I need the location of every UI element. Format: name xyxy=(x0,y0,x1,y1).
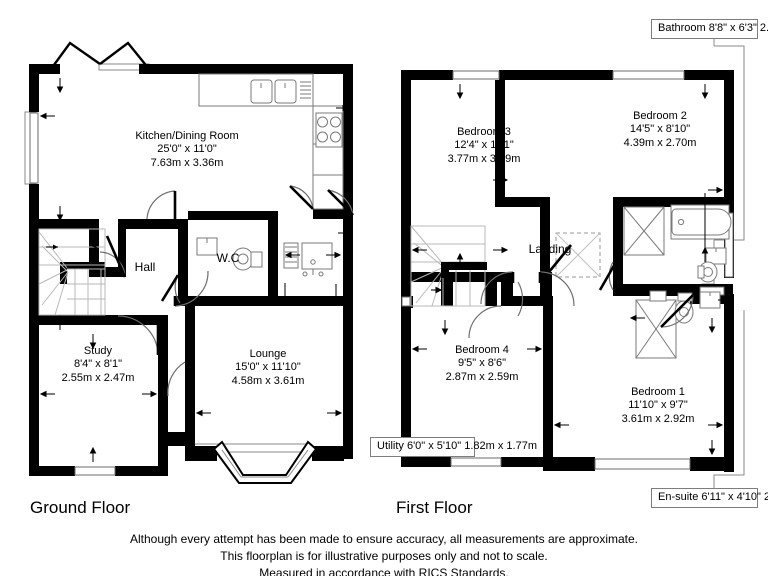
room-imperial: 11'10" x 9'7" xyxy=(628,399,688,412)
callout-bathroom: Bathroom 8'8" x 6'3" 2.63m x 1.90m xyxy=(651,19,768,40)
ground-dimension-arrows xyxy=(39,78,352,462)
room-name: Lounge xyxy=(249,348,287,360)
room-name: Bedroom 2 xyxy=(633,110,687,122)
room-imperial: 6'0" x 5'10" xyxy=(406,440,462,452)
disclaimer-line-3: Measured in accordance with RICS Standar… xyxy=(259,566,509,576)
ground-front-bay-window xyxy=(50,41,150,70)
room-metric: 4.39m x 2.70m xyxy=(623,136,697,149)
room-label-hall: Hall xyxy=(115,260,175,275)
room-name: Study xyxy=(83,345,113,357)
room-label-kitchen-dining: Kitchen/Dining Room 25'0" x 11'0" 7.63m … xyxy=(102,130,272,170)
room-name: Bathroom xyxy=(658,22,706,34)
room-metric: 7.63m x 3.36m xyxy=(150,156,224,169)
room-metric: 3.61m x 2.92m xyxy=(621,412,695,425)
room-metric: 2.87m x 2.59m xyxy=(445,370,519,383)
room-label-study: Study 8'4" x 8'1" 2.55m x 2.47m xyxy=(44,345,152,385)
first-door-leaves xyxy=(501,244,694,328)
wc-fixtures xyxy=(196,237,263,271)
room-name: Kitchen/Dining Room xyxy=(135,130,239,142)
room-label-bedroom1: Bedroom 1 11'10" x 9'7" 3.61m x 2.92m xyxy=(598,386,718,426)
room-name: Bedroom 4 xyxy=(455,344,509,356)
room-name: Hall xyxy=(134,260,156,274)
first-window-openings xyxy=(401,70,734,470)
ground-door-leaves xyxy=(105,185,354,355)
bathroom-fixtures xyxy=(623,204,732,283)
room-label-bedroom4: Bedroom 4 9'5" x 8'6" 2.87m x 2.59m xyxy=(422,344,542,384)
room-label-lounge: Lounge 15'0" x 11'10" 4.58m x 3.61m xyxy=(209,348,327,388)
floor-title-ground: Ground Floor xyxy=(30,498,131,517)
ground-exterior-walls xyxy=(29,64,353,476)
room-label-bedroom3: Bedroom 3 12'4" x 11'1" 3.77m x 3.39m xyxy=(424,126,544,166)
disclaimer-line-1: Although every attempt has been made to … xyxy=(129,532,639,546)
utility-fixtures xyxy=(283,242,333,277)
room-label-bedroom2: Bedroom 2 14'5" x 8'10" 4.39m x 2.70m xyxy=(600,110,720,150)
ensuite-fixtures xyxy=(635,290,721,359)
room-metric: 1.82m x 1.77m xyxy=(464,440,537,452)
callout-utility: Utility 6'0" x 5'10" 1.82m x 1.77m xyxy=(370,437,537,458)
ground-staircase xyxy=(38,228,106,316)
room-imperial: 8'4" x 8'1" xyxy=(73,358,123,371)
room-imperial: 6'11" x 4'10" xyxy=(701,491,761,503)
lounge-bay-window xyxy=(212,440,318,484)
room-metric: 2.55m x 2.47m xyxy=(61,371,135,384)
first-door-swings xyxy=(468,261,694,339)
room-imperial: 12'4" x 11'1" xyxy=(454,139,514,152)
room-metric: 3.77m x 3.39m xyxy=(447,152,521,165)
room-label-storage: S xyxy=(85,240,103,255)
callout-ensuite: En-suite 6'11" x 4'10" 2.10m x 1.48m xyxy=(651,488,768,509)
room-metric: 2.63m x 1.90m xyxy=(759,22,768,34)
room-imperial: 25'0" x 11'0" xyxy=(157,143,217,156)
room-label-wc: W.C xyxy=(198,251,258,266)
ground-floor-plan xyxy=(24,41,354,484)
first-staircase xyxy=(410,225,487,307)
room-name: Landing xyxy=(528,242,572,256)
room-name: S xyxy=(89,240,98,254)
floor-title-first: First Floor xyxy=(396,498,473,517)
disclaimer-line-2: This floorplan is for illustrative purpo… xyxy=(220,549,548,564)
kitchen-fixtures xyxy=(198,73,344,210)
room-imperial: 9'5" x 8'6" xyxy=(457,357,507,370)
room-label-landing: Landing xyxy=(510,242,590,257)
disclaimer-footer: Although every attempt has been made to … xyxy=(0,531,768,576)
room-imperial: 15'0" x 11'10" xyxy=(235,361,301,374)
room-metric: 4.58m x 3.61m xyxy=(231,374,305,387)
room-imperial: 8'8" x 6'3" xyxy=(708,22,757,34)
landing-loft-hatch xyxy=(555,232,601,278)
room-imperial: 14'5" x 8'10" xyxy=(629,123,691,136)
room-name: Bedroom 1 xyxy=(631,386,685,398)
room-name: W.C xyxy=(216,251,240,265)
room-name: Utility xyxy=(377,440,404,452)
room-name: En-suite xyxy=(658,491,699,503)
room-name: Bedroom 3 xyxy=(457,126,511,138)
first-floor-plan xyxy=(401,27,745,501)
room-metric: 2.10m x 1.48m xyxy=(764,491,768,503)
ground-bay-jambs xyxy=(51,64,149,74)
ground-window-openings xyxy=(29,112,116,476)
